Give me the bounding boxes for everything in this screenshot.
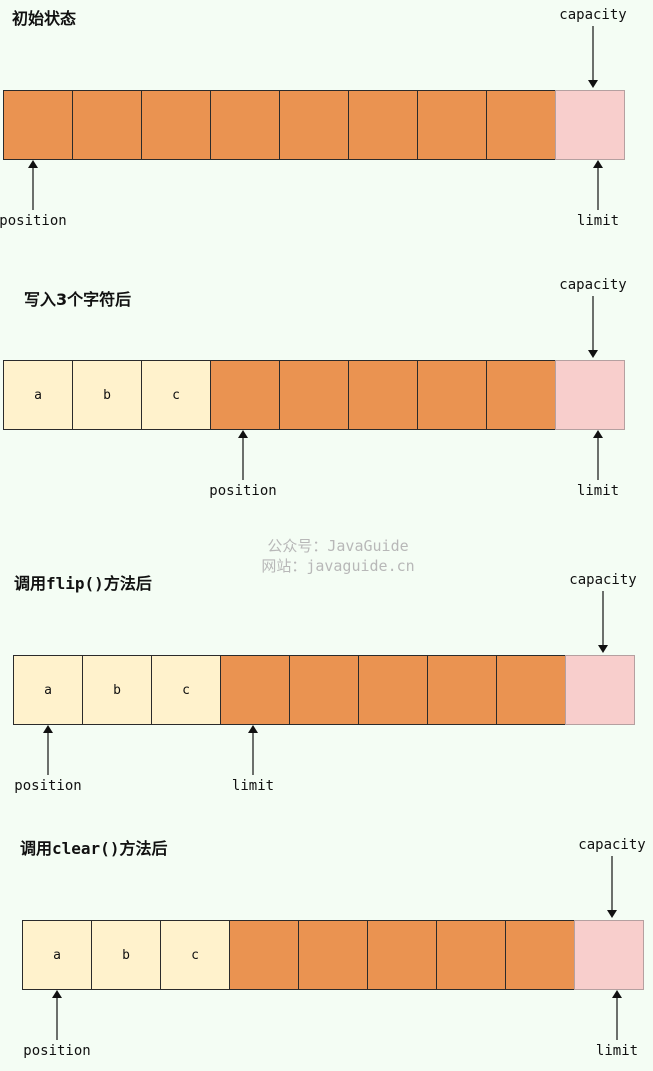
limit-label: limit: [231, 778, 275, 794]
buffer-cell: [486, 90, 556, 160]
buffer-cell: [367, 920, 437, 990]
buffer-cell: [279, 90, 349, 160]
buffer-cell: [427, 655, 497, 725]
buffer-cell: [279, 360, 349, 430]
position-label: position: [0, 213, 67, 229]
section-1-title: 初始状态: [12, 9, 77, 28]
section-4-buffer: a b c: [22, 920, 644, 990]
arrow-up-icon: [238, 430, 248, 480]
arrow-down-icon: [607, 856, 617, 918]
buffer-cell: c: [151, 655, 221, 725]
arrow-up-icon: [248, 725, 258, 775]
limit-label: limit: [576, 483, 620, 499]
capacity-cell: [565, 655, 635, 725]
section-3-title-code: flip(): [46, 574, 104, 593]
position-label: position: [14, 778, 82, 794]
capacity-label: capacity: [559, 7, 627, 23]
section-4-position-marker: position: [17, 990, 97, 1060]
section-3-limit-marker: limit: [213, 725, 293, 795]
buffer-cell: a: [22, 920, 92, 990]
section-1-capacity-marker: capacity: [553, 6, 633, 88]
capacity-label: capacity: [569, 572, 637, 588]
arrow-up-icon: [593, 160, 603, 210]
buffer-cell: [486, 360, 556, 430]
buffer-cell: [141, 90, 211, 160]
section-4-capacity-marker: capacity: [572, 836, 652, 918]
section-2-capacity-marker: capacity: [553, 276, 633, 358]
section-1-buffer: [3, 90, 625, 160]
section-3-position-marker: position: [8, 725, 88, 795]
arrow-down-icon: [598, 591, 608, 653]
buffer-cell: a: [3, 360, 73, 430]
buffer-cell: [417, 360, 487, 430]
position-label: position: [23, 1043, 91, 1059]
section-3-title: 调用flip()方法后: [14, 570, 152, 594]
section-3-title-suffix: 方法后: [103, 574, 152, 593]
arrow-up-icon: [28, 160, 38, 210]
buffer-cell: [210, 360, 280, 430]
section-2-position-marker: position: [203, 430, 283, 500]
section-4-limit-marker: limit: [577, 990, 653, 1060]
section-3-capacity-marker: capacity: [563, 571, 643, 653]
buffer-cell: [298, 920, 368, 990]
buffer-cell: [496, 655, 566, 725]
buffer-cell: c: [160, 920, 230, 990]
buffer-cell: [417, 90, 487, 160]
buffer-cell: b: [82, 655, 152, 725]
capacity-cell: [574, 920, 644, 990]
section-3-title-prefix: 调用: [14, 574, 47, 593]
arrow-up-icon: [43, 725, 53, 775]
buffer-cell: [348, 360, 418, 430]
buffer-cell: c: [141, 360, 211, 430]
capacity-cell: [555, 90, 625, 160]
arrow-up-icon: [52, 990, 62, 1040]
section-1-position-marker: position: [0, 160, 73, 230]
arrow-up-icon: [593, 430, 603, 480]
buffer-cell: [229, 920, 299, 990]
buffer-cell: b: [91, 920, 161, 990]
arrow-down-icon: [588, 26, 598, 88]
buffer-cell: a: [13, 655, 83, 725]
section-1-limit-marker: limit: [558, 160, 638, 230]
section-4-title-code: clear(): [52, 839, 120, 858]
buffer-cell: b: [72, 360, 142, 430]
section-3-buffer: a b c: [13, 655, 635, 725]
watermark-line-1: 公众号：JavaGuide: [267, 537, 409, 555]
arrow-down-icon: [588, 296, 598, 358]
buffer-cell: [436, 920, 506, 990]
capacity-label: capacity: [559, 277, 627, 293]
section-4-title-prefix: 调用: [20, 839, 53, 858]
section-4-title: 调用clear()方法后: [20, 835, 167, 859]
limit-label: limit: [576, 213, 620, 229]
buffer-cell: [210, 90, 280, 160]
capacity-cell: [555, 360, 625, 430]
buffer-cell: [220, 655, 290, 725]
position-label: position: [209, 483, 277, 499]
section-2-limit-marker: limit: [558, 430, 638, 500]
buffer-cell: [72, 90, 142, 160]
section-2-title: 写入3个字符后: [24, 290, 132, 309]
capacity-label: capacity: [578, 837, 646, 853]
buffer-cell: [348, 90, 418, 160]
buffer-cell: [3, 90, 73, 160]
arrow-up-icon: [612, 990, 622, 1040]
section-2-buffer: a b c: [3, 360, 625, 430]
watermark: 公众号：JavaGuide 网站：javaguide.cn: [0, 536, 653, 576]
limit-label: limit: [595, 1043, 639, 1059]
buffer-cell: [358, 655, 428, 725]
section-4-title-suffix: 方法后: [119, 839, 168, 858]
buffer-cell: [289, 655, 359, 725]
watermark-line-2: 网站：javaguide.cn: [261, 557, 415, 575]
buffer-cell: [505, 920, 575, 990]
